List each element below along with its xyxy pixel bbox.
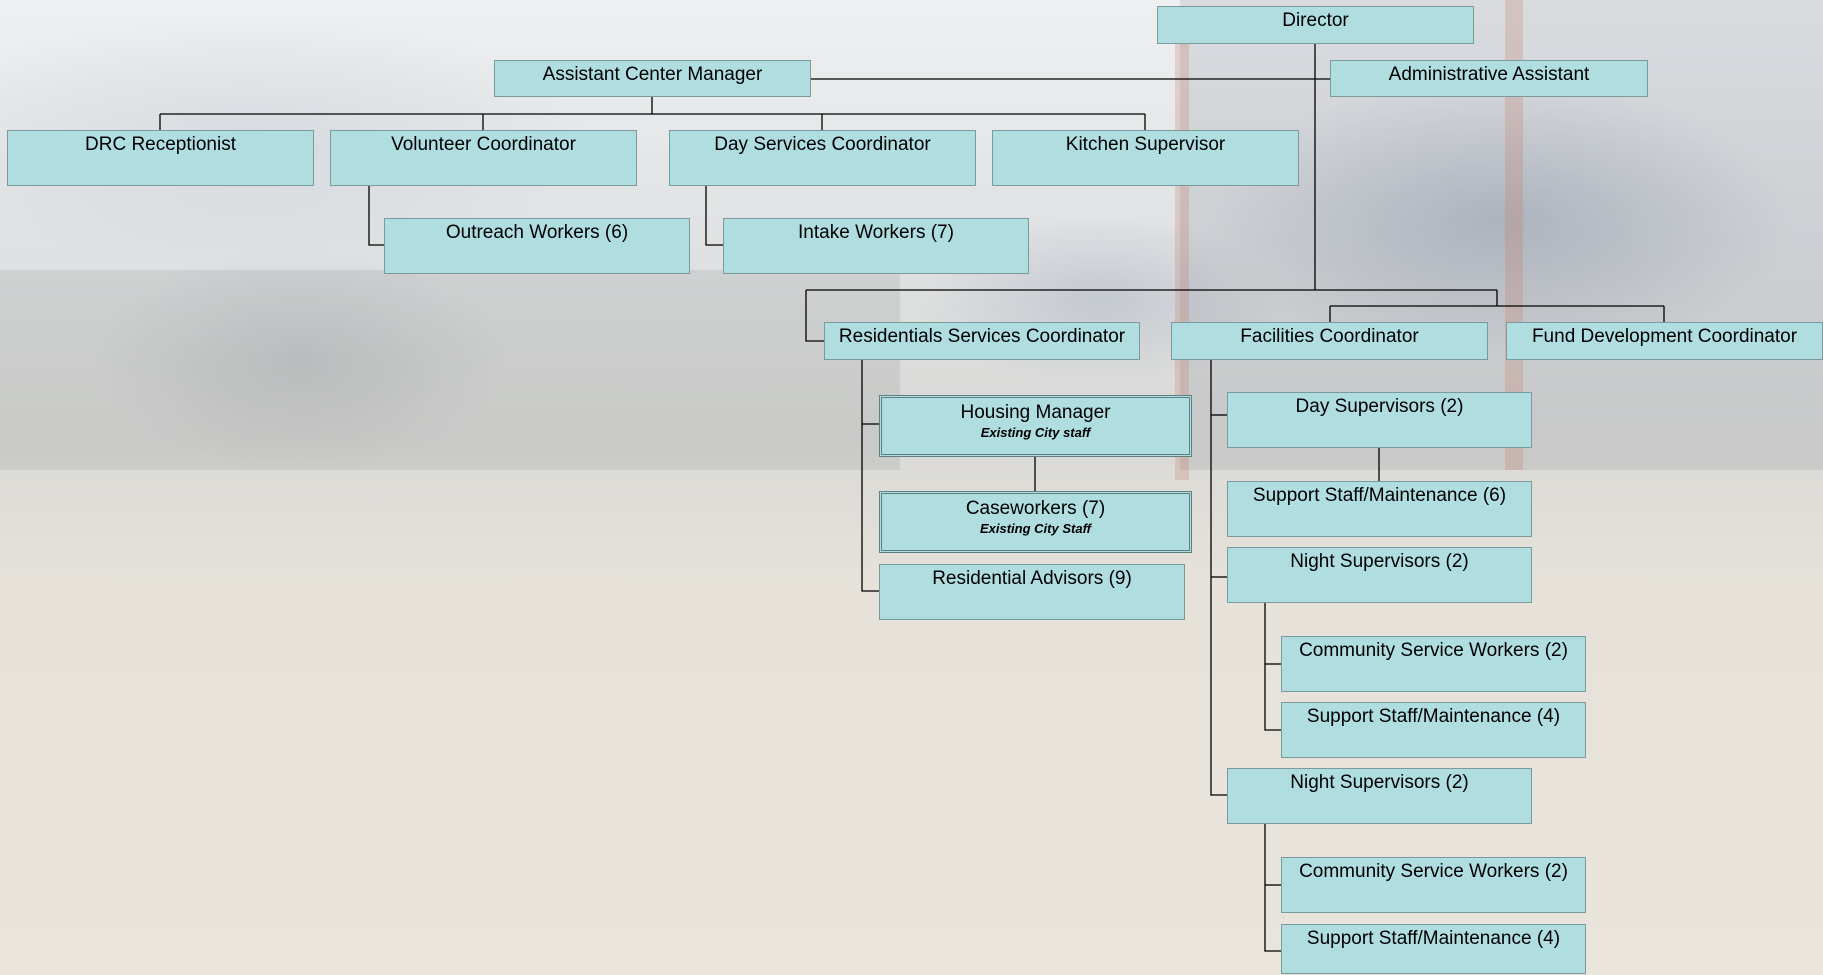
night-supervisors-1-box: Night Supervisors (2) (1227, 547, 1532, 603)
housing-manager-box: Housing Manager Existing City staff (879, 395, 1192, 457)
caseworkers-title: Caseworkers (7) (965, 498, 1106, 519)
night1-support-staff-box: Support Staff/Maintenance (4) (1281, 702, 1586, 758)
connector (805, 290, 824, 342)
background-fence (0, 270, 900, 470)
intake-workers-box: Intake Workers (7) (723, 218, 1029, 274)
connector (861, 360, 879, 592)
day-services-coordinator-box: Day Services Coordinator (669, 130, 976, 186)
housing-manager-title: Housing Manager (960, 402, 1111, 423)
night1-community-service-box: Community Service Workers (2) (1281, 636, 1586, 692)
residential-advisors-box: Residential Advisors (9) (879, 564, 1185, 620)
volunteer-coordinator-box: Volunteer Coordinator (330, 130, 637, 186)
administrative-assistant-box: Administrative Assistant (1330, 60, 1648, 97)
kitchen-supervisor-box: Kitchen Supervisor (992, 130, 1299, 186)
caseworkers-note: Existing City Staff (979, 520, 1091, 536)
night2-community-service-box: Community Service Workers (2) (1281, 857, 1586, 913)
assistant-center-manager-box: Assistant Center Manager (494, 60, 811, 97)
connector (1264, 603, 1281, 731)
facilities-coordinator-box: Facilities Coordinator (1171, 322, 1488, 360)
night2-support-staff-box: Support Staff/Maintenance (4) (1281, 924, 1586, 974)
connector (368, 186, 384, 246)
director-box: Director (1157, 6, 1474, 44)
outreach-workers-box: Outreach Workers (6) (384, 218, 690, 274)
day-support-staff-box: Support Staff/Maintenance (6) (1227, 481, 1532, 537)
night-supervisors-2-box: Night Supervisors (2) (1227, 768, 1532, 824)
connector (1264, 824, 1281, 952)
residential-services-coordinator-box: Residentials Services Coordinator (824, 322, 1140, 360)
connector (705, 186, 723, 246)
drc-receptionist-box: DRC Receptionist (7, 130, 314, 186)
fund-development-coordinator-box: Fund Development Coordinator (1506, 322, 1823, 360)
housing-manager-note: Existing City staff (980, 424, 1091, 440)
connector (1210, 360, 1227, 796)
caseworkers-box: Caseworkers (7) Existing City Staff (879, 491, 1192, 553)
day-supervisors-box: Day Supervisors (2) (1227, 392, 1532, 448)
